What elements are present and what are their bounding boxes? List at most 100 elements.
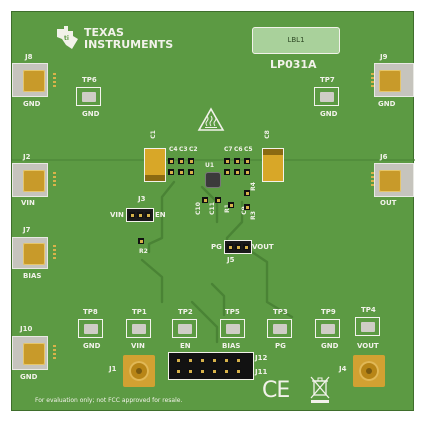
j6-ref: J6 xyxy=(380,153,388,161)
j3-jumper[interactable] xyxy=(126,208,154,222)
j5-jumper[interactable] xyxy=(224,240,252,254)
tp4-ref: TP4 xyxy=(361,306,376,314)
j11-ref: J11 xyxy=(255,368,268,376)
tp3-label: PG xyxy=(275,342,286,350)
c11-ref: C11 xyxy=(208,202,216,215)
weee-bin-icon xyxy=(310,376,330,403)
tp6-ref: TP6 xyxy=(82,76,97,84)
tp4-label: VOUT xyxy=(357,342,379,350)
tp6-label: GND xyxy=(82,110,100,118)
r2-pad xyxy=(138,238,144,244)
tp9-ref: TP9 xyxy=(321,308,336,316)
logo-line-1: TEXAS xyxy=(84,26,124,39)
ce-mark: CE xyxy=(262,378,290,403)
tp8-label: GND xyxy=(83,342,101,350)
copper-traces xyxy=(12,159,415,344)
tp1-ref: TP1 xyxy=(132,308,147,316)
j9-ref: J9 xyxy=(380,53,388,61)
u1-ref: U1 xyxy=(205,162,215,169)
j2-ref: J2 xyxy=(23,153,31,161)
board-name: LP031A xyxy=(270,58,317,71)
tp3-ref: TP3 xyxy=(273,308,288,316)
c8-capacitor xyxy=(262,148,284,182)
r2-ref: R2 xyxy=(139,248,148,255)
output-caps-array xyxy=(224,158,256,176)
j10-label: GND xyxy=(20,373,38,381)
j12-j11-header[interactable] xyxy=(168,352,254,380)
r4-pad xyxy=(244,190,250,196)
pcb-board: ti TEXAS INSTRUMENTS LBL1 LP031A J8 GND … xyxy=(11,11,415,411)
fcc-disclaimer: For evaluation only; not FCC approved fo… xyxy=(35,397,183,404)
j10-ref: J10 xyxy=(20,325,33,333)
tp5-label: BIAS xyxy=(222,342,241,350)
c1-capacitor xyxy=(144,148,166,182)
tp2-ref: TP2 xyxy=(178,308,193,316)
tp7-pad[interactable] xyxy=(314,87,339,106)
tp7-ref: TP7 xyxy=(320,76,335,84)
c2-ref: C2 xyxy=(189,146,198,153)
svg-text:ti: ti xyxy=(64,35,69,42)
j10-terminal[interactable] xyxy=(12,336,48,370)
j6-pins xyxy=(371,172,374,188)
j1-sma-connector[interactable] xyxy=(123,355,155,387)
j7-pins xyxy=(53,245,56,261)
j3-left-label: VIN xyxy=(110,211,124,219)
tp6-pad[interactable] xyxy=(76,87,101,106)
tp1-pad[interactable] xyxy=(126,319,151,338)
tp3-pad[interactable] xyxy=(267,319,292,338)
j12-ref: J12 xyxy=(255,354,268,362)
c11-pad xyxy=(215,197,221,203)
c7-ref: C7 xyxy=(224,146,233,153)
c10-pad xyxy=(202,197,208,203)
j8-terminal[interactable] xyxy=(12,63,48,97)
u1-ic xyxy=(205,172,221,188)
j8-label: GND xyxy=(23,100,41,108)
tp4-pad[interactable] xyxy=(355,317,380,336)
j9-terminal[interactable] xyxy=(374,63,414,97)
j6-terminal[interactable] xyxy=(374,163,414,197)
tp7-label: GND xyxy=(320,110,338,118)
j7-label: BIAS xyxy=(23,272,42,280)
r4-ref: R4 xyxy=(249,182,257,191)
j2-terminal[interactable] xyxy=(12,163,48,197)
j1-ref: J1 xyxy=(109,365,117,373)
j2-pins xyxy=(53,172,56,188)
ti-state-icon: ti xyxy=(57,26,78,49)
j9-pins xyxy=(371,73,374,89)
j3-right-label: EN xyxy=(155,211,166,219)
c9-pad xyxy=(244,204,250,210)
tp8-pad[interactable] xyxy=(78,319,103,338)
tp2-label: EN xyxy=(180,342,191,350)
j6-label: OUT xyxy=(380,199,397,207)
tp5-pad[interactable] xyxy=(220,319,245,338)
hot-surface-warning-icon xyxy=(197,107,225,131)
j2-label: VIN xyxy=(21,199,35,207)
c5-ref: C5 xyxy=(244,146,253,153)
ti-logo: ti TEXAS INSTRUMENTS xyxy=(54,24,184,54)
j7-terminal[interactable] xyxy=(12,237,48,269)
tp9-pad[interactable] xyxy=(315,319,340,338)
c3-ref: C3 xyxy=(179,146,188,153)
tp8-ref: TP8 xyxy=(83,308,98,316)
tp2-pad[interactable] xyxy=(172,319,197,338)
j3-ref: J3 xyxy=(138,195,146,203)
tp9-label: GND xyxy=(321,342,339,350)
input-caps-array xyxy=(168,158,200,176)
r1-pad xyxy=(228,202,234,208)
j9-label: GND xyxy=(378,100,396,108)
j10-pins xyxy=(53,345,56,361)
j5-left-label: PG xyxy=(211,243,222,251)
board-label-box: LBL1 xyxy=(252,27,340,54)
j4-sma-connector[interactable] xyxy=(353,355,385,387)
j5-ref: J5 xyxy=(227,256,235,264)
j4-ref: J4 xyxy=(339,365,347,373)
r3-ref: R3 xyxy=(249,211,257,220)
logo-line-2: INSTRUMENTS xyxy=(84,38,174,51)
c1-ref: C1 xyxy=(149,130,157,139)
c8-ref: C8 xyxy=(263,130,271,139)
c4-ref: C4 xyxy=(169,146,178,153)
j7-ref: J7 xyxy=(23,226,31,234)
tp1-label: VIN xyxy=(131,342,145,350)
j8-pins xyxy=(53,73,56,89)
j8-ref: J8 xyxy=(25,53,33,61)
